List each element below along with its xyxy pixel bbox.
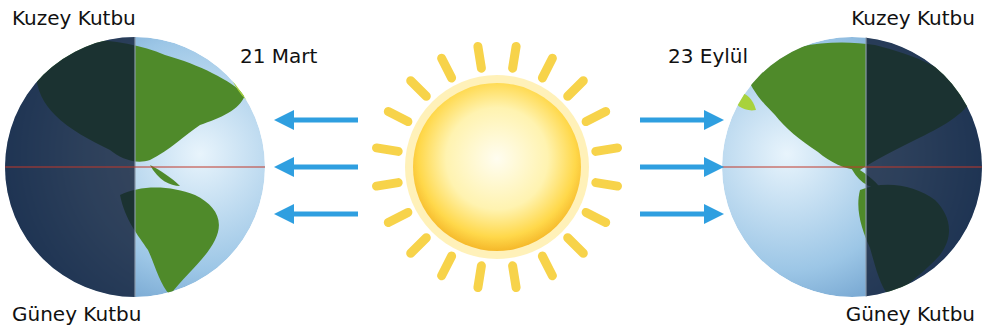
date-label: 21 Mart [240,44,317,68]
sun-ray [596,183,618,187]
sunlight-arrows [284,120,714,214]
earth-globe [720,30,985,310]
sun-ray [568,81,584,97]
sun-ray [478,47,482,69]
sun-ray [586,112,606,122]
sun-ray [411,238,427,254]
pole-label: Güney Kutbu [12,302,141,326]
sun-ray [568,238,584,254]
sun-ray [513,47,517,69]
sun-ray [411,81,427,97]
sun-glow [405,75,589,259]
sun-ray [442,58,452,78]
sun [413,83,581,251]
sun-ray [478,266,482,288]
date-label: 23 Eylül [668,44,748,68]
sun-ray [596,148,618,152]
sun-ray [388,112,408,122]
sun-rays [377,47,618,288]
pole-label: Kuzey Kutbu [851,6,975,30]
sun-ray [513,266,517,288]
sun-ray [377,148,399,152]
sun-ray [586,212,606,222]
sun-ray [442,256,452,276]
pole-label: Kuzey Kutbu [12,6,136,30]
sun-ray [388,212,408,222]
sun-ray [542,256,552,276]
sun-ray [377,183,399,187]
sun-ray [542,58,552,78]
pole-label: Güney Kutbu [846,302,975,326]
earth-globe [0,30,270,310]
